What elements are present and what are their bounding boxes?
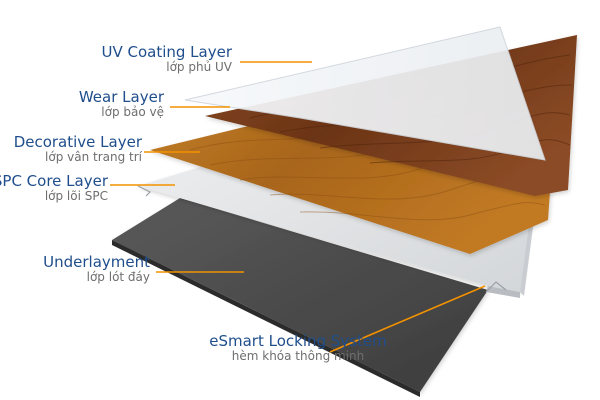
leader-line-locking — [329, 285, 486, 353]
leader-lines — [110, 61, 486, 353]
label-wear-title: Wear Layer — [78, 88, 164, 106]
label-spc-core: SPC Core Layer lớp lõi SPC — [0, 172, 108, 204]
underlayment-layer — [112, 198, 488, 397]
label-underlayment: Underlayment lớp lót đáy — [43, 253, 150, 285]
label-decorative-subtitle: lớp vân trang trí — [45, 150, 142, 165]
label-uv-coating: UV Coating Layer lớp phủ UV — [101, 43, 232, 75]
label-wear-subtitle: lớp bảo vệ — [101, 105, 164, 120]
label-decorative-title: Decorative Layer — [13, 133, 142, 151]
label-uv-title: UV Coating Layer — [101, 43, 232, 61]
uv-coating-layer — [184, 26, 546, 161]
label-spc-title: SPC Core Layer — [0, 172, 108, 190]
label-wear: Wear Layer lớp bảo vệ — [78, 88, 164, 120]
label-locking-title: eSmart Locking System — [209, 332, 387, 350]
label-spc-subtitle: lớp lõi SPC — [44, 189, 108, 204]
label-locking-subtitle: hèm khóa thông minh — [231, 349, 365, 364]
label-locking-system: eSmart Locking System hèm khóa thông min… — [183, 332, 413, 364]
label-underlay-title: Underlayment — [43, 253, 150, 271]
label-underlay-subtitle: lớp lót đáy — [86, 270, 150, 285]
label-decorative: Decorative Layer lớp vân trang trí — [13, 133, 142, 165]
label-uv-subtitle: lớp phủ UV — [166, 60, 232, 75]
